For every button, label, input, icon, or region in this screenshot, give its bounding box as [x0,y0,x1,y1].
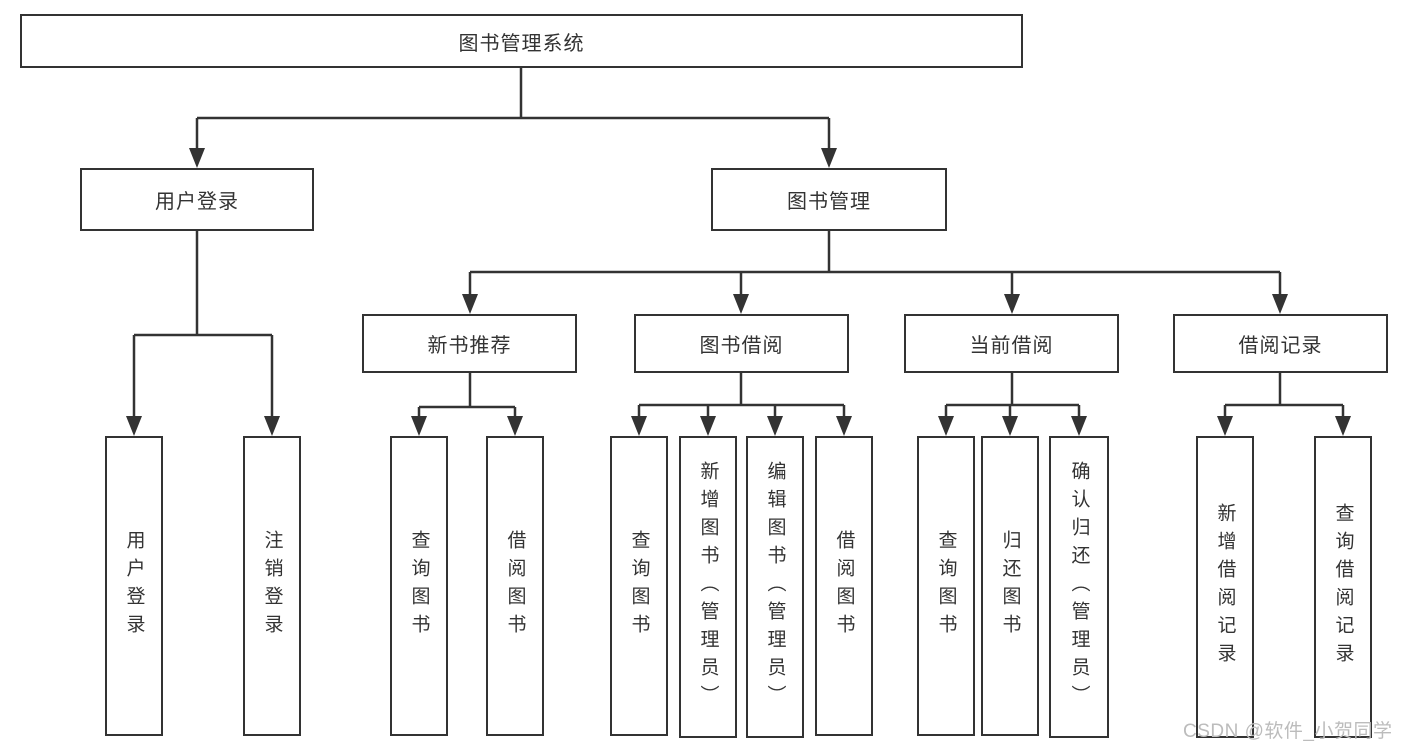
node-leaf-borrow-books: 借阅图书 [815,436,873,736]
node-leaf-borrow-books-recommend: 借阅图书 [486,436,544,736]
node-label: 当前借阅 [969,335,1054,357]
node-book-borrowing: 图书借阅 [634,314,849,373]
node-leaf-user-login: 用户登录 [105,436,163,736]
node-leaf-query-books-recommend: 查询图书 [390,436,448,736]
node-label: 新增借阅记录 [1214,503,1236,671]
node-leaf-logout: 注销登录 [243,436,301,736]
node-leaf-confirm-return-admin: 确认归还（管理员） [1049,436,1109,738]
node-label: 查询图书 [628,530,650,642]
node-borrowing-records: 借阅记录 [1173,314,1388,373]
node-leaf-query-books-borrow: 查询图书 [610,436,668,736]
node-leaf-add-books-admin: 新增图书（管理员） [679,436,737,738]
node-label: 用户登录 [123,530,145,642]
node-label: 注销登录 [261,530,283,642]
node-leaf-query-borrow-record: 查询借阅记录 [1314,436,1372,738]
node-leaf-query-books-current: 查询图书 [917,436,975,736]
node-leaf-edit-books-admin: 编辑图书（管理员） [746,436,804,738]
node-label: 图书借阅 [699,335,784,357]
node-label: 借阅图书 [504,530,526,642]
node-label: 归还图书 [999,530,1021,642]
node-label: 图书管理 [787,191,871,213]
node-label: 用户登录 [155,191,239,213]
node-label: 借阅记录 [1238,335,1323,357]
node-current-borrowing: 当前借阅 [904,314,1119,373]
csdn-watermark: CSDN @软件_小贺同学 [1183,721,1393,742]
node-label: 查询图书 [935,530,957,642]
node-label: 新书推荐 [427,335,512,357]
node-label: 新增图书（管理员） [697,461,719,713]
node-label: 图书管理系统 [458,32,585,55]
node-label: 查询图书 [408,530,430,642]
node-label: 查询借阅记录 [1332,503,1354,671]
node-book-management: 图书管理 [711,168,947,231]
node-leaf-add-borrow-record: 新增借阅记录 [1196,436,1254,738]
node-label: 借阅图书 [833,530,855,642]
node-label: 编辑图书（管理员） [764,461,786,713]
node-user-login: 用户登录 [80,168,314,231]
node-label: 确认归还（管理员） [1068,461,1090,713]
node-new-book-recommend: 新书推荐 [362,314,577,373]
node-library-management-system: 图书管理系统 [20,14,1023,68]
node-leaf-return-books: 归还图书 [981,436,1039,736]
